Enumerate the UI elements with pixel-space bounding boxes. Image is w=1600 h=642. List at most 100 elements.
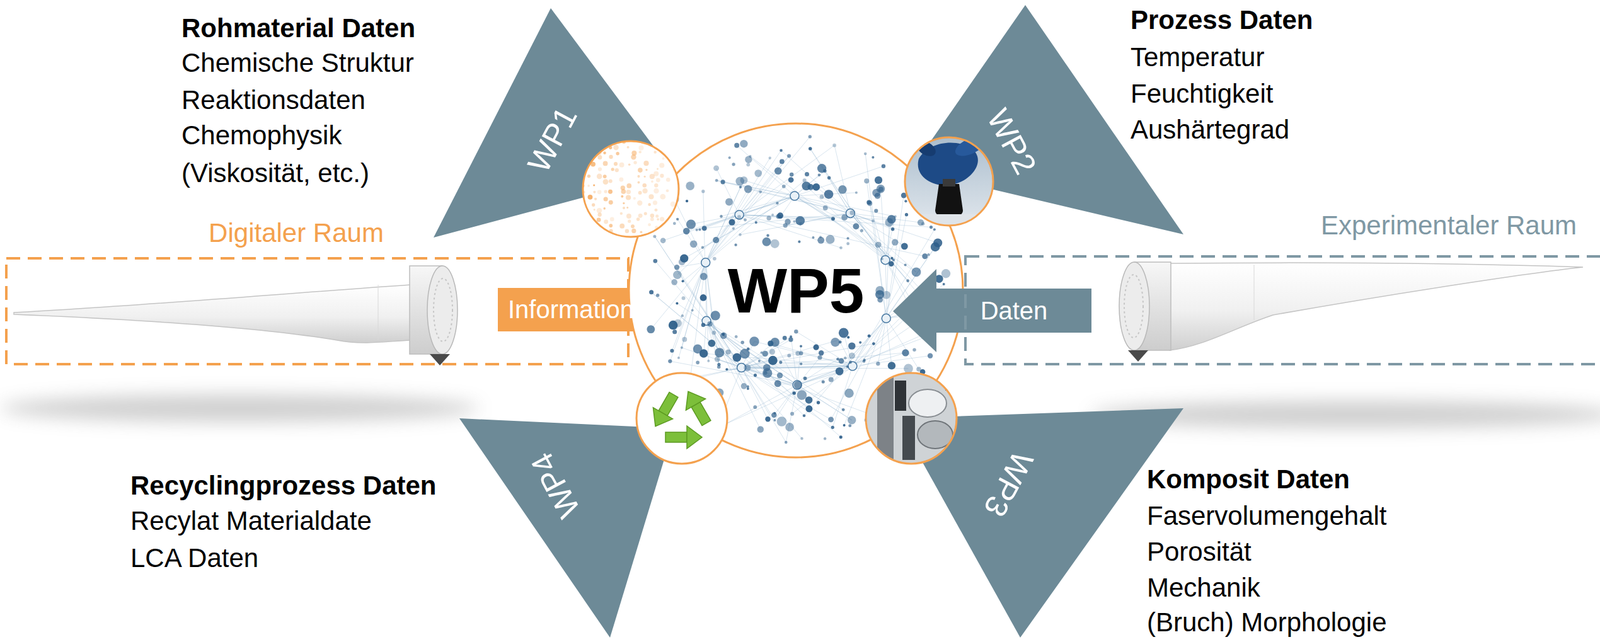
molecule-dot <box>592 190 596 194</box>
network-link <box>705 150 782 263</box>
network-node <box>732 227 735 231</box>
molecule-dot <box>608 179 613 184</box>
network-link <box>797 357 820 386</box>
network-node <box>911 267 922 277</box>
experimental-space-region-shape <box>964 255 1600 366</box>
network-node <box>904 212 909 217</box>
molecule-dot <box>620 195 624 198</box>
network-node <box>849 210 854 215</box>
network-node <box>872 342 876 346</box>
network-node <box>766 234 769 237</box>
block-arrow-shape <box>892 269 1092 353</box>
network-node <box>808 134 812 139</box>
molecule-dot <box>650 180 654 183</box>
network-node <box>731 162 735 166</box>
molecule-dot <box>603 174 607 179</box>
molecule-dot <box>666 189 670 193</box>
network-node <box>819 194 825 200</box>
molecule-dot <box>621 189 627 195</box>
network-node <box>768 156 771 160</box>
molecule-dot <box>666 144 671 149</box>
network-node <box>675 301 679 305</box>
molecule-dot <box>602 140 607 145</box>
network-node <box>754 169 762 178</box>
molecule-dot <box>593 138 598 142</box>
network-node <box>921 253 928 259</box>
network-node <box>903 364 914 374</box>
data-item: Feuchtigkeit <box>1130 78 1273 110</box>
network-node <box>888 261 894 267</box>
network-node <box>773 419 776 422</box>
network-hub <box>734 210 744 220</box>
network-node <box>771 412 777 418</box>
molecule-dot <box>619 162 625 168</box>
network-hub <box>790 191 800 201</box>
network-node <box>734 243 737 246</box>
network-node <box>933 238 943 248</box>
molecule-dot <box>638 213 643 219</box>
network-link <box>677 219 706 263</box>
network-node <box>720 179 725 185</box>
molecule-dot <box>610 216 615 222</box>
network-node <box>811 236 815 239</box>
machine-column <box>877 373 894 468</box>
molecule-dot <box>665 223 669 227</box>
network-node <box>839 435 843 439</box>
molecule-dot <box>659 194 666 200</box>
molecule-dot <box>655 214 659 219</box>
network-node <box>782 335 788 341</box>
network-node <box>649 289 654 295</box>
network-link <box>703 191 707 322</box>
molecule-dot <box>613 161 618 166</box>
network-node <box>862 359 866 363</box>
molecule-dot <box>659 162 665 168</box>
network-node <box>698 228 701 231</box>
network-node <box>831 425 835 430</box>
network-node <box>823 437 827 440</box>
network-node <box>656 293 660 297</box>
molecule-dot <box>630 154 636 160</box>
network-node <box>672 329 677 334</box>
network-node <box>824 189 834 200</box>
network-node <box>846 335 850 339</box>
network-node <box>828 416 834 423</box>
molecule-dot <box>580 155 584 159</box>
blade-seam <box>378 284 379 341</box>
recycling-symbol <box>645 385 716 449</box>
network-node <box>828 376 834 382</box>
network-node <box>691 309 694 312</box>
arrow-label: Information <box>507 295 634 324</box>
blade-root-face <box>427 265 458 355</box>
network-node <box>904 199 907 203</box>
network-node <box>754 221 758 224</box>
dashed-outline <box>965 256 1600 365</box>
molecule-dot <box>656 168 659 171</box>
molecule-dot <box>599 146 603 149</box>
molecule-dot <box>628 163 631 166</box>
network-node <box>713 165 720 172</box>
network-node <box>799 362 803 365</box>
network-node <box>673 270 682 280</box>
network-node <box>763 371 768 375</box>
network-node <box>774 379 782 387</box>
molecule-dot <box>631 228 636 234</box>
molecule-dot <box>642 183 647 188</box>
network-node <box>787 153 791 158</box>
network-link <box>866 180 887 319</box>
network-node <box>681 279 685 283</box>
molecule-dot <box>597 155 602 160</box>
molecule-dot <box>644 211 648 215</box>
network-node <box>875 241 882 249</box>
network-node <box>942 282 946 286</box>
molecule-dot <box>581 228 585 232</box>
picture-frame <box>904 137 994 226</box>
data-item: Reaktionsdaten <box>181 85 366 116</box>
molecule-dot <box>596 218 602 223</box>
molecule-dot <box>594 197 597 201</box>
bolt-circle <box>1124 274 1144 338</box>
network-node <box>714 356 721 363</box>
molecule-dot <box>597 212 602 217</box>
molecule-dot <box>603 219 609 225</box>
network-node <box>852 223 859 230</box>
